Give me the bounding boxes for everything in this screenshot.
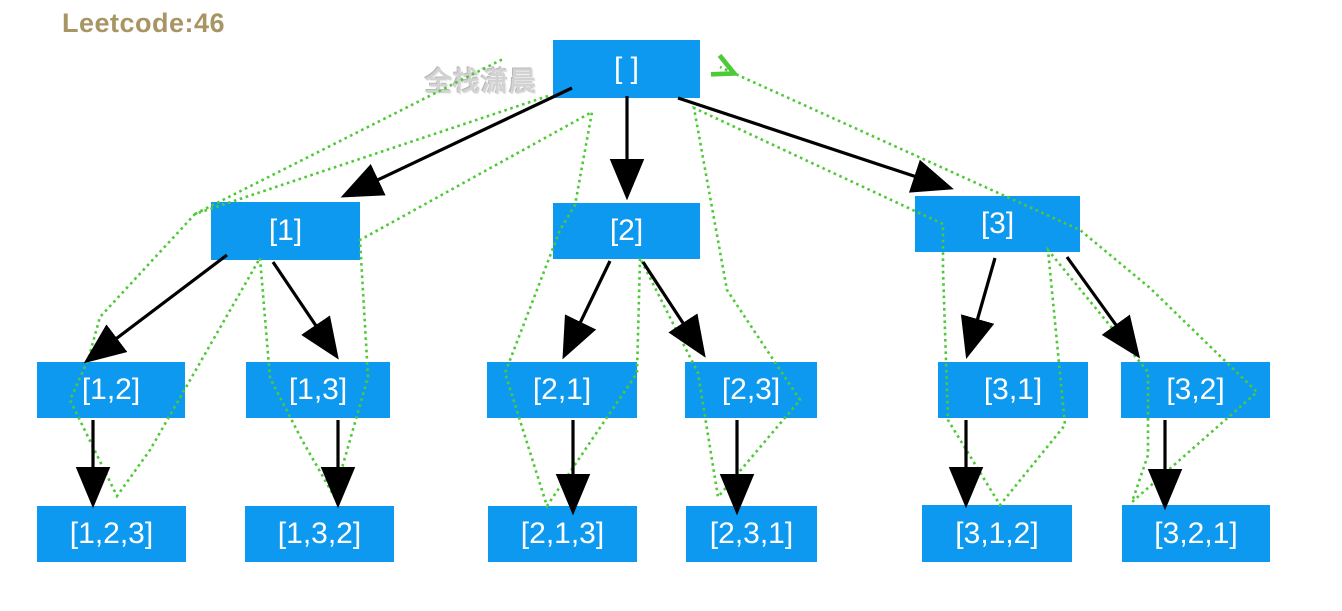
backtrack-path-dotted xyxy=(68,58,1259,509)
node-1-2: [1,2] xyxy=(37,362,185,418)
node-2-3-1: [2,3,1] xyxy=(686,506,817,562)
edge-root-to-3 xyxy=(677,96,954,193)
node-2: [2] xyxy=(553,203,700,259)
backtrack-tour-path xyxy=(68,67,1259,509)
node-root: [ ] xyxy=(553,40,700,98)
edge-3-to-31 xyxy=(960,257,997,359)
edge-1-to-13 xyxy=(271,261,339,360)
node-3-1-2: [3,1,2] xyxy=(922,505,1072,562)
node-2-1-3: [2,1,3] xyxy=(488,506,637,562)
node-2-1: [2,1] xyxy=(487,362,637,418)
node-3-1: [3,1] xyxy=(938,362,1088,418)
node-3-2: [3,2] xyxy=(1121,362,1270,418)
node-1-3-2: [1,3,2] xyxy=(245,506,394,562)
node-1: [1] xyxy=(211,202,360,260)
node-2-3: [2,3] xyxy=(685,362,817,418)
node-1-2-3: [1,2,3] xyxy=(37,506,186,562)
node-3: [3] xyxy=(915,196,1080,252)
node-3-2-1: [3,2,1] xyxy=(1122,505,1270,562)
node-1-3: [1,3] xyxy=(246,362,390,418)
edge-2-to-23 xyxy=(641,261,706,358)
edge-3-to-32 xyxy=(1065,256,1141,359)
edge-1-to-12 xyxy=(83,253,228,364)
edge-2-to-21 xyxy=(562,260,612,360)
edge-root-to-1 xyxy=(340,86,573,198)
page-title: Leetcode:46 xyxy=(62,8,226,38)
watermark-text: 全栈潇晨 xyxy=(425,67,537,97)
tree-edges-solid xyxy=(75,86,1183,516)
